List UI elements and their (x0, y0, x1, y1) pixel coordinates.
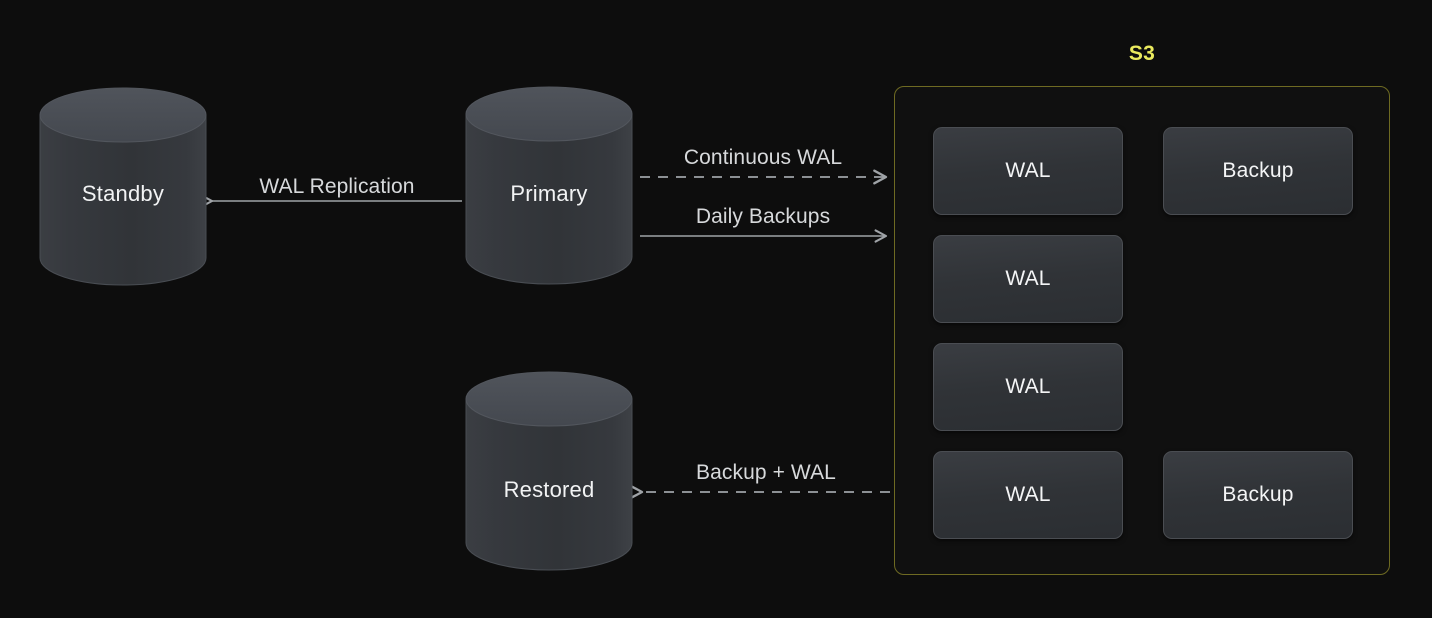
node-standby-label: Standby (81, 181, 165, 206)
s3-object-label: WAL (1005, 267, 1051, 290)
s3-object-label: WAL (1005, 375, 1051, 398)
s3-object-backup-1[interactable]: Backup (1163, 127, 1353, 215)
node-primary[interactable] (465, 86, 633, 285)
s3-object-wal-3[interactable]: WAL (933, 343, 1123, 431)
s3-object-wal-4[interactable]: WAL (933, 451, 1123, 539)
s3-object-wal-1[interactable]: WAL (933, 127, 1123, 215)
node-primary-label: Primary (510, 181, 588, 206)
s3-title: S3 (1128, 42, 1156, 65)
s3-object-wal-2[interactable]: WAL (933, 235, 1123, 323)
s3-object-label: WAL (1005, 159, 1051, 182)
s3-object-label: WAL (1005, 483, 1051, 506)
s3-object-label: Backup (1222, 483, 1294, 506)
node-standby[interactable] (39, 87, 207, 286)
s3-container: WAL Backup WAL WAL WAL Backup (894, 86, 1390, 575)
s3-object-backup-2[interactable]: Backup (1163, 451, 1353, 539)
node-restored-wrapper[interactable]: Restored (466, 372, 632, 571)
node-primary-wrapper[interactable]: Primary (466, 87, 632, 284)
node-restored-label: Restored (503, 477, 595, 502)
node-restored[interactable] (465, 371, 633, 571)
node-standby-wrapper[interactable]: Standby (40, 88, 206, 285)
s3-object-label: Backup (1222, 159, 1294, 182)
